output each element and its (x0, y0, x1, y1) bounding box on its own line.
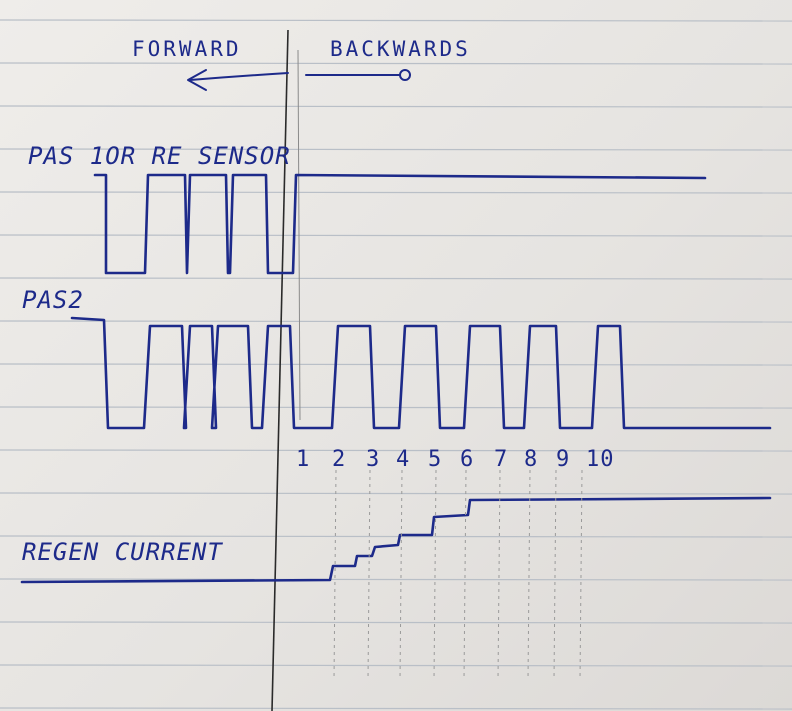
pulse-number: 6 (460, 447, 474, 472)
pulse-number: 1 (296, 447, 310, 472)
pulse-number: 4 (396, 447, 410, 472)
pulse-guide-lines (333, 469, 583, 681)
pulse-number: 10 (586, 447, 615, 472)
pulse-number: 2 (332, 447, 346, 472)
rule-line (0, 19, 792, 22)
guide-line (399, 469, 403, 681)
rule-line (0, 234, 792, 237)
guide-line (333, 469, 337, 681)
rule-line (0, 148, 792, 151)
rule-line (0, 320, 792, 323)
direction-divider-faint-line (297, 49, 301, 421)
guide-line (433, 469, 437, 681)
guide-line (367, 469, 371, 681)
rule-line (0, 621, 792, 624)
pas1-label: PAS 1OR RE SENSOR (28, 142, 291, 170)
rule-line (0, 191, 792, 194)
guide-line (527, 469, 531, 681)
rule-line (0, 578, 792, 581)
backwards-arrow-icon (305, 69, 411, 81)
pulse-number: 9 (556, 447, 570, 472)
regen-current-label: REGEN CURRENT (22, 538, 223, 566)
guide-line (553, 469, 557, 681)
pulse-number: 5 (428, 447, 442, 472)
forward-label: FORWARD (132, 37, 242, 61)
direction-divider-line (271, 29, 289, 711)
pas2-waveform (70, 316, 772, 430)
guide-line (463, 469, 467, 681)
notebook-rules (0, 19, 792, 710)
rule-line (0, 707, 792, 710)
forward-arrow-icon (187, 69, 289, 91)
rule-line (0, 449, 792, 452)
rule-line (0, 492, 792, 495)
pas1-waveform (93, 173, 707, 275)
rule-line (0, 105, 792, 108)
rule-line (0, 535, 792, 538)
pulse-number: 8 (524, 447, 538, 472)
rule-line (0, 664, 792, 667)
pulse-number: 7 (494, 447, 508, 472)
rule-line (0, 406, 792, 409)
regen-current-staircase (20, 496, 772, 584)
guide-line (497, 469, 501, 681)
rule-line (0, 62, 792, 65)
pulse-number: 3 (366, 447, 380, 472)
backwards-label: BACKWARDS (330, 37, 471, 61)
pas2-label: PAS2 (22, 286, 84, 314)
rule-line (0, 363, 792, 366)
guide-line (579, 469, 583, 681)
rule-line (0, 277, 792, 280)
